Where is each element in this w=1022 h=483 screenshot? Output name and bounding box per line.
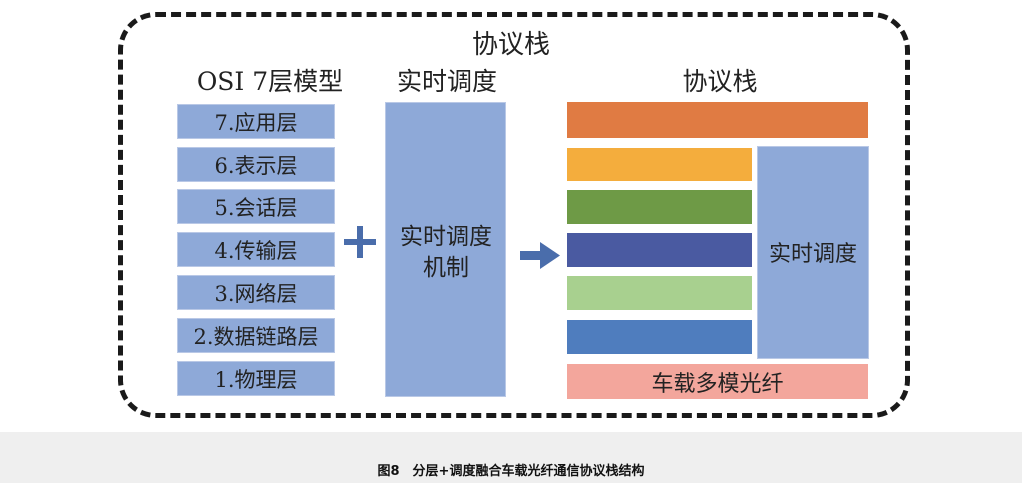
plus-icon — [340, 222, 380, 262]
protocol-layer-bar-2 — [567, 190, 752, 224]
osi-layer-application: 7.应用层 — [177, 104, 335, 139]
osi-layer-presentation: 6.表示层 — [177, 147, 335, 182]
diagram-title: 协议栈 — [471, 30, 550, 60]
protocol-layer-bar-3 — [567, 233, 752, 267]
figure-caption: 图8 分层+调度融合车载光纤通信协议栈结构 — [377, 464, 645, 479]
protocol-layer-bar-1 — [567, 148, 752, 181]
realtime-scheduling-side-label: 实时调度 — [768, 242, 857, 267]
realtime-scheduling-side-box — [757, 146, 869, 359]
realtime-scheduling-mechanism-label: 实时调度机制 — [400, 224, 492, 281]
protocol-layer-bar-5 — [567, 320, 752, 354]
osi-layer-network: 3.网络层 — [177, 275, 335, 310]
protocol-layer-bar-top — [567, 102, 868, 138]
protocol-stack-frame — [118, 12, 910, 418]
osi-layer-transport: 4.传输层 — [177, 232, 335, 267]
protocol-layer-bar-4 — [567, 276, 752, 310]
caption-band — [0, 432, 1022, 483]
osi-layer-data-link: 2.数据链路层 — [177, 318, 335, 353]
right-arrow-icon — [520, 242, 560, 269]
realtime-scheduling-box — [385, 102, 506, 397]
osi-layer-session: 5.会话层 — [177, 189, 335, 224]
realtime-scheduling-title: 实时调度 — [396, 67, 497, 96]
vehicle-multimode-fiber-bar: 车载多模光纤 — [567, 364, 868, 399]
protocol-stack-title: 协议栈 — [682, 67, 758, 96]
osi-model-title: OSI 7层模型 — [196, 67, 344, 96]
osi-layer-physical: 1.物理层 — [177, 361, 335, 396]
